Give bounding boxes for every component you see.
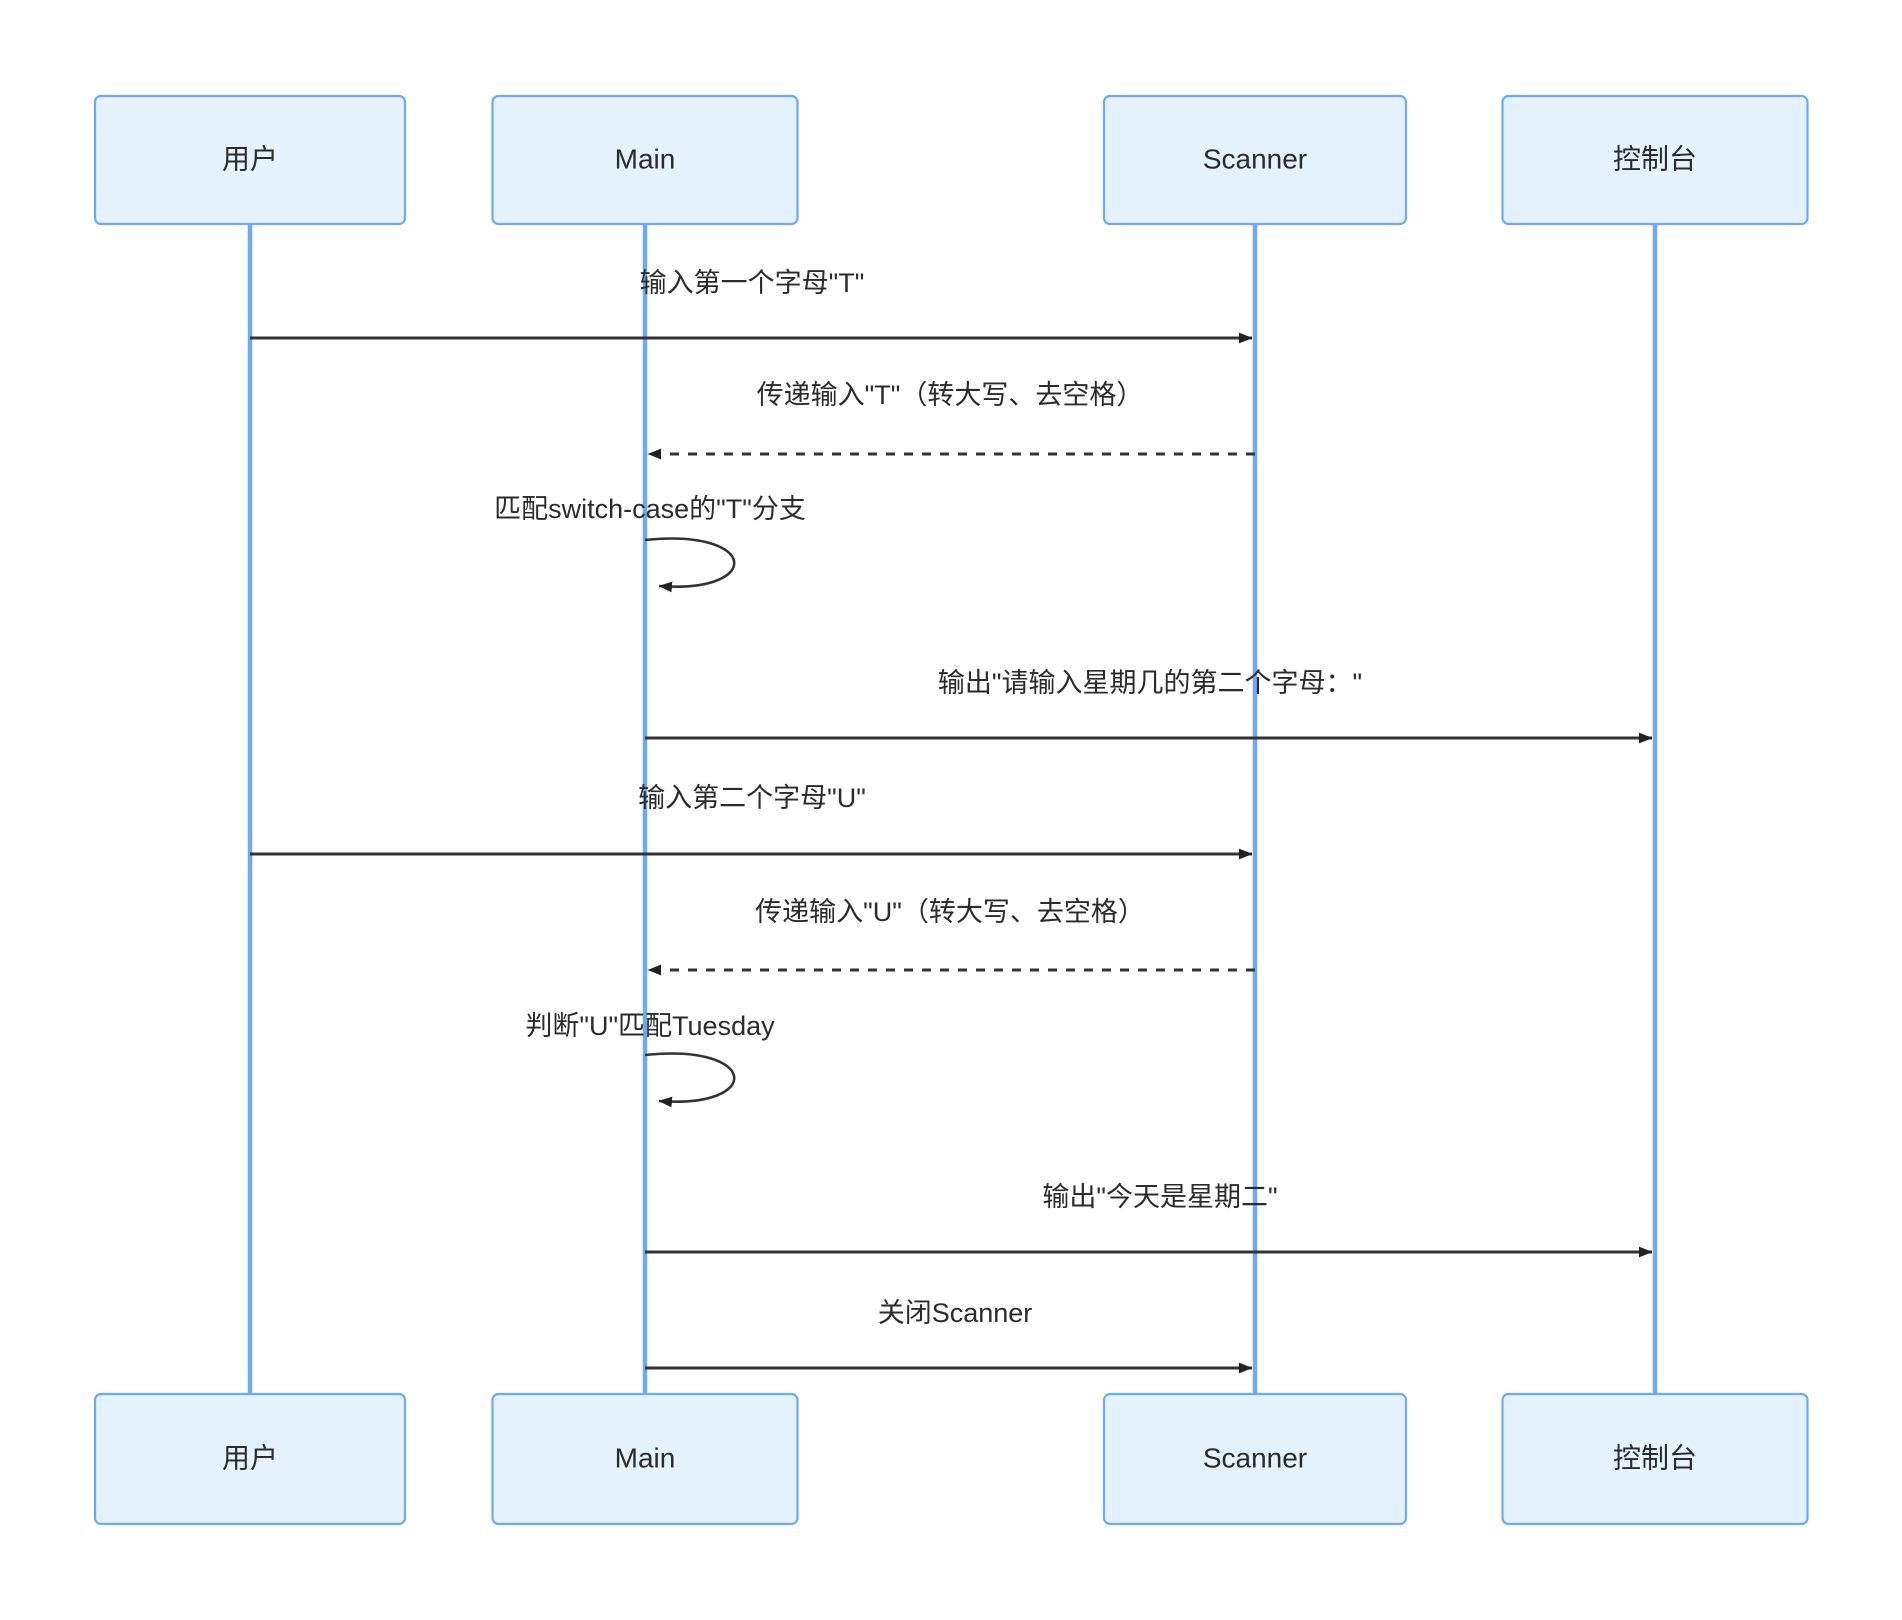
actor-box-console-bottom[interactable]	[1501, 1392, 1809, 1526]
lifelines-group	[247, 224, 1658, 1394]
actor-box-user-top[interactable]	[93, 94, 407, 226]
actor-label-main-top: Main	[615, 143, 676, 174]
actor-bottom-console[interactable]: 控制台	[1501, 1392, 1809, 1526]
message-7[interactable]: 判断"U"匹配Tuesday	[525, 1011, 775, 1108]
actor-label-main-bottom: Main	[615, 1442, 676, 1473]
message-4[interactable]: 输出"请输入星期几的第二个字母："	[645, 668, 1653, 744]
messages-group: 输入第一个字母"T" 传递输入"T"（转大写、去空格） 匹配switch-case的…	[250, 268, 1653, 1374]
actor-label-console-top: 控制台	[1613, 143, 1697, 174]
actor-top-scanner[interactable]: Scanner	[1102, 94, 1408, 226]
message-label-6: 传递输入"U"（转大写、去空格）	[755, 897, 1145, 927]
message-label-5: 输入第二个字母"U"	[638, 783, 866, 813]
message-8[interactable]: 输出"今天是星期二"	[645, 1182, 1653, 1258]
actor-top-console[interactable]: 控制台	[1501, 94, 1809, 226]
actor-top-main[interactable]: Main	[491, 94, 799, 226]
message-label-3: 匹配switch-case的"T"分支	[494, 494, 806, 524]
self-loop-arrow-3	[644, 537, 736, 593]
actor-box-user-bottom[interactable]	[93, 1392, 407, 1526]
message-label-2: 传递输入"T"（转大写、去空格）	[757, 380, 1144, 410]
message-2[interactable]: 传递输入"T"（转大写、去空格）	[647, 380, 1255, 460]
self-loop-arrow-7	[644, 1052, 736, 1108]
message-1[interactable]: 输入第一个字母"T"	[250, 268, 1253, 344]
actor-box-console-top[interactable]	[1501, 94, 1809, 226]
actor-box-main-bottom[interactable]	[491, 1392, 799, 1526]
message-label-4: 输出"请输入星期几的第二个字母："	[938, 668, 1362, 698]
actor-top-user[interactable]: 用户	[93, 94, 407, 226]
message-9[interactable]: 关闭Scanner	[645, 1298, 1253, 1374]
actor-label-scanner-top: Scanner	[1203, 143, 1307, 174]
message-6[interactable]: 传递输入"U"（转大写、去空格）	[647, 897, 1255, 976]
actor-label-user-top: 用户	[222, 143, 278, 174]
message-label-7: 判断"U"匹配Tuesday	[525, 1011, 775, 1041]
message-5[interactable]: 输入第二个字母"U"	[250, 783, 1253, 860]
message-3[interactable]: 匹配switch-case的"T"分支	[494, 494, 806, 593]
message-label-1: 输入第一个字母"T"	[640, 268, 865, 298]
actor-box-scanner-bottom[interactable]	[1102, 1392, 1408, 1526]
actor-label-scanner-bottom: Scanner	[1203, 1442, 1307, 1473]
message-label-9: 关闭Scanner	[878, 1298, 1033, 1328]
actor-box-scanner-top[interactable]	[1102, 94, 1408, 226]
actor-bottom-user[interactable]: 用户	[93, 1392, 407, 1526]
actor-label-console-bottom: 控制台	[1613, 1442, 1697, 1473]
actor-bottom-main[interactable]: Main	[491, 1392, 799, 1526]
actor-label-user-bottom: 用户	[222, 1442, 278, 1473]
actor-bottom-scanner[interactable]: Scanner	[1102, 1392, 1408, 1526]
message-label-8: 输出"今天是星期二"	[1042, 1182, 1277, 1212]
actor-box-main-top[interactable]	[491, 94, 799, 226]
